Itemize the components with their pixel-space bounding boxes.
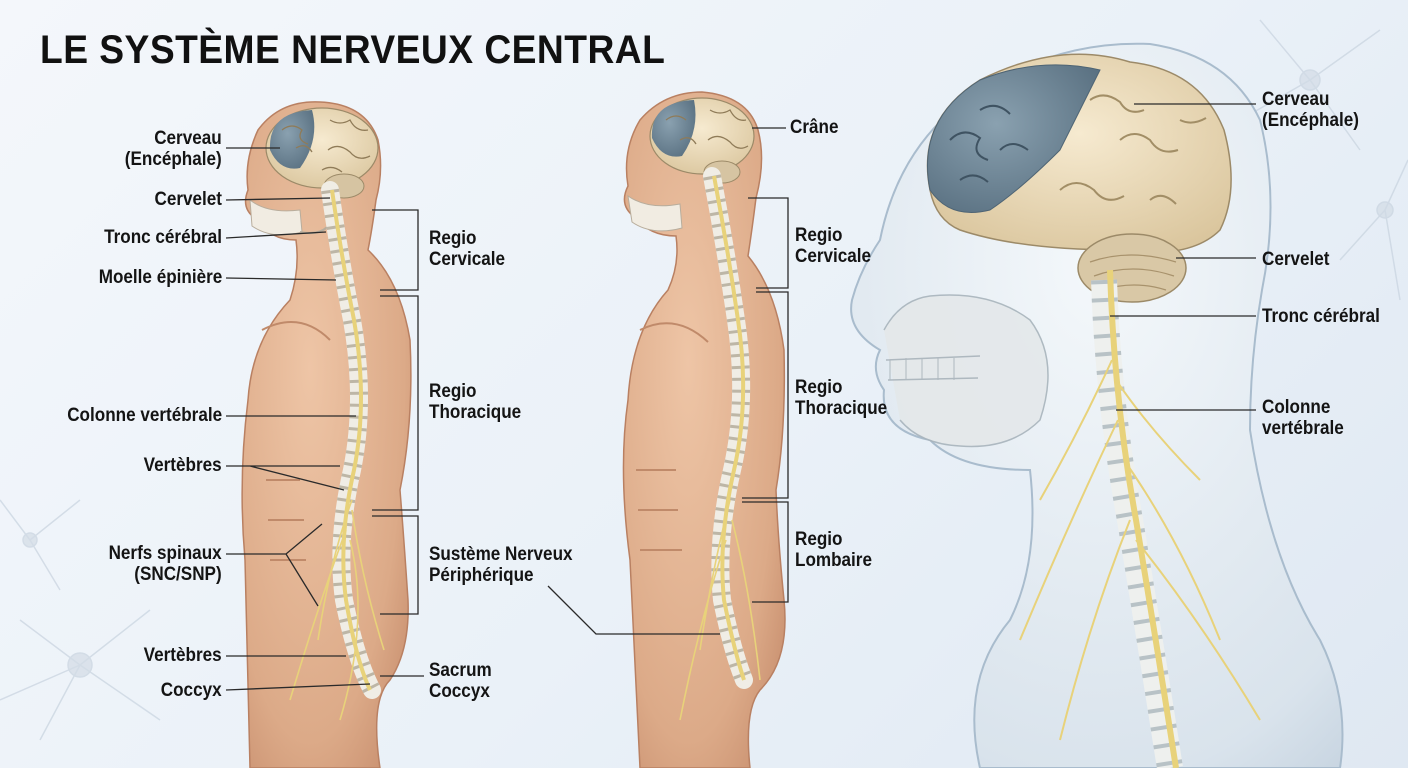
label-tronc-right: Tronc cérébral <box>1262 306 1380 327</box>
label-tronc-left: Tronc cérébral <box>104 227 222 248</box>
background-neurons <box>0 19 1408 741</box>
label-cervelet-right: Cervelet <box>1262 249 1330 270</box>
right-spine <box>1019 269 1261 768</box>
label-nerfs-spinaux: Nerfs spinaux(SNC/SNP) <box>108 543 222 585</box>
label-vertebres-1: Vertèbres <box>144 455 222 476</box>
label-cervelet-left: Cervelet <box>154 189 223 210</box>
label-vertebres-2: Vertèbres <box>144 645 222 666</box>
middle-figure-body <box>622 91 786 768</box>
label-moelle-left: Moelle épinière <box>98 267 222 288</box>
middle-spine <box>679 167 761 721</box>
label-coccyx-left: Coccyx <box>161 680 222 701</box>
label-colonne-left: Colonne vertébrale <box>67 405 222 426</box>
left-spine <box>289 181 385 721</box>
label-cerveau-left: Cerveau(Encéphale) <box>125 128 222 170</box>
leader-lines <box>225 103 1256 691</box>
label-crane: Crâne <box>790 117 839 138</box>
page-title: LE SYSTÈME NERVEUX CENTRAL <box>40 28 666 72</box>
label-cerveau-right: Cerveau(Encéphale) <box>1262 89 1359 131</box>
